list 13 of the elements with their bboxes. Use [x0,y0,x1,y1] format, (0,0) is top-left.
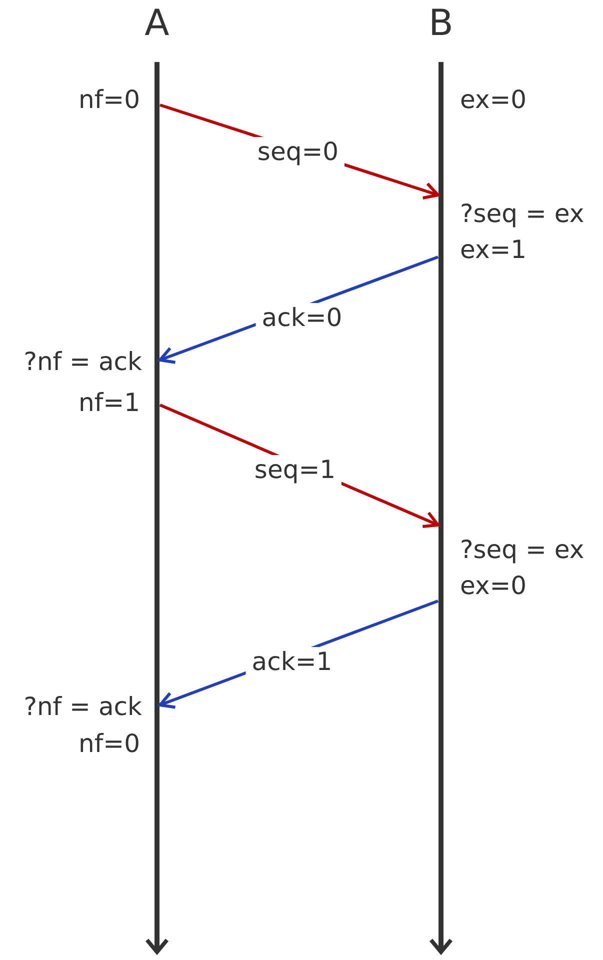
state-note: ?nf = ack [24,692,142,722]
state-note: ex=0 [460,85,527,115]
state-note: nf=0 [78,729,140,759]
state-note: ex=0 [460,571,527,601]
state-note: nf=1 [78,388,140,418]
participant-label: B [428,2,454,46]
state-note: ex=1 [460,235,527,265]
participant-label: A [144,2,170,46]
state-note: ?seq = ex [460,535,584,565]
edge-label: seq=0 [251,137,345,167]
state-note: ?seq = ex [460,199,584,229]
state-note: ?nf = ack [24,347,142,377]
state-note: nf=0 [78,85,140,115]
